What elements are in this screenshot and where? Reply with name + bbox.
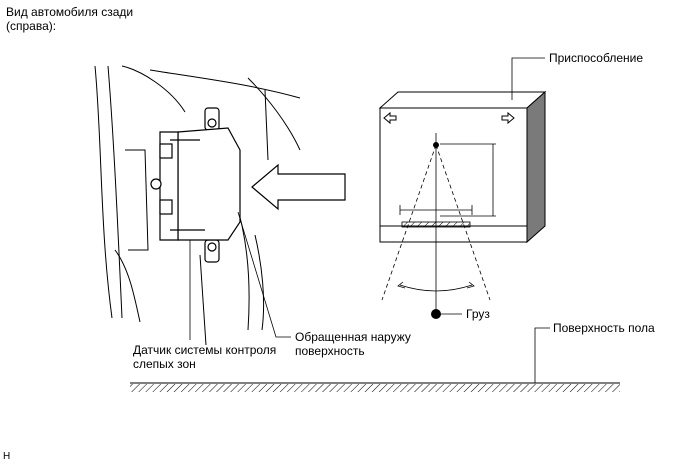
leader-lines xyxy=(189,57,550,383)
fixture-box xyxy=(378,90,547,244)
view-caption: Вид автомобиля сзади (справа): xyxy=(6,5,134,33)
footer-mark: H xyxy=(3,451,11,462)
weight-label: Груз xyxy=(466,307,490,321)
weight-bob xyxy=(431,309,441,319)
outward-surface-label: Обращенная наружу поверхность xyxy=(295,330,411,358)
direction-arrow xyxy=(251,163,346,211)
target-bar xyxy=(401,221,471,228)
fixture-label: Приспособление xyxy=(549,51,643,65)
floor-surface-label: Поверхность пола xyxy=(553,321,655,335)
sensor-unit xyxy=(150,107,241,263)
sensor-label: Датчик системы контроля слепых зон xyxy=(133,343,277,371)
pendulum-pivot xyxy=(433,142,439,148)
floor-hatch xyxy=(130,384,620,392)
